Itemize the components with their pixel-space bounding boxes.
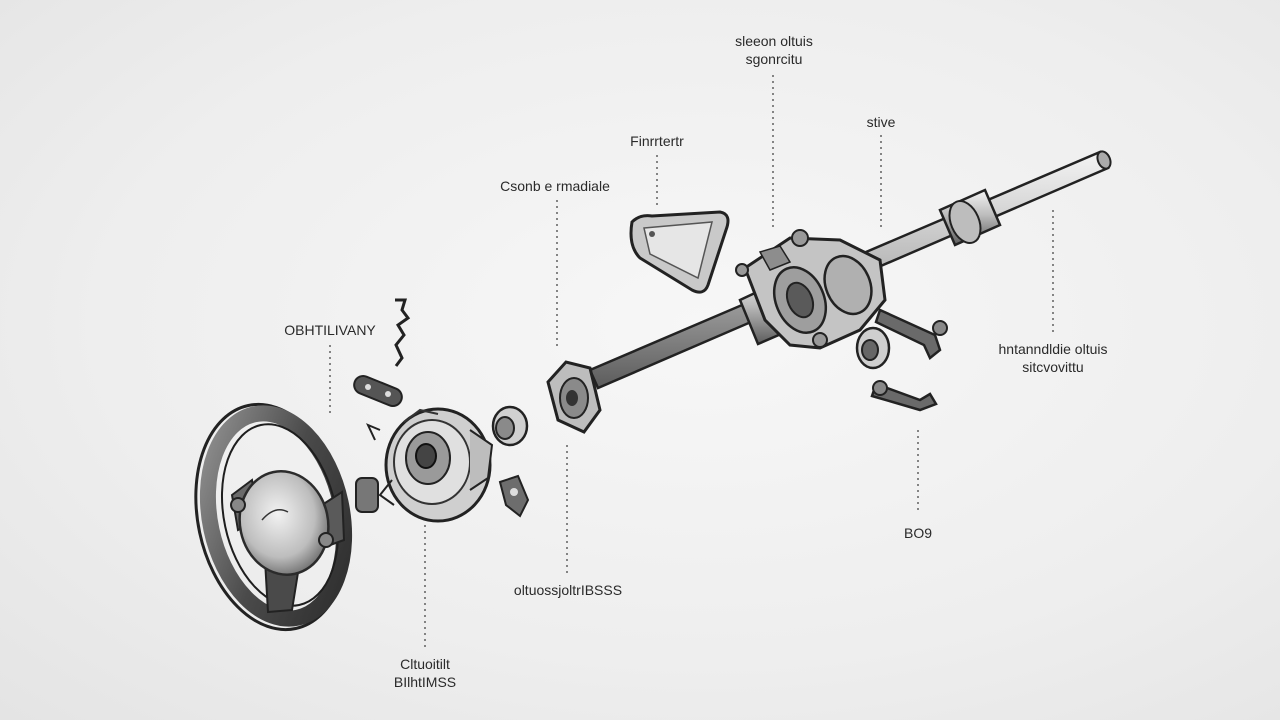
shaft-flange (546, 360, 602, 434)
label-bottom-left-line2: BIlhtIMSS (393, 674, 457, 690)
label-bottom-left: Cltuoitilt BIlhtIMSS (394, 655, 456, 691)
label-top-center-line1: sleeon oltuis (735, 33, 813, 49)
cover-plate (629, 210, 730, 294)
label-bottom-left-line1: Cltuoitilt (400, 656, 450, 672)
fastener-parts-left (353, 298, 411, 407)
leader-lines (329, 75, 1054, 650)
label-bottom-right: BO9 (903, 525, 933, 541)
clock-spring-assembly (366, 407, 494, 523)
label-stive: stive (866, 114, 896, 130)
steering-wheel (194, 402, 379, 632)
bearing-part (855, 326, 891, 370)
tie-rod-upper (874, 308, 948, 360)
label-right-mid-line2: sitcvovittu (1022, 359, 1084, 375)
label-top-center: sleeon oltuis sgonrcitu (735, 32, 813, 68)
label-right-mid: hntanndldie oltuis sitcvovittu (999, 340, 1108, 376)
label-mirror: Finrrtertr (630, 133, 684, 149)
small-clip (498, 474, 530, 518)
label-column-module: Csonb e rmadiale (500, 178, 610, 194)
label-bottom-center: oltuossjoltrIBSSS (513, 582, 623, 598)
label-top-center-line2: sgonrcitu (745, 51, 803, 67)
label-left-top: OBHTILIVANY (284, 322, 376, 338)
airbag-cover (238, 470, 330, 576)
universal-joint-housing (735, 229, 887, 350)
tie-rod-lower (870, 380, 938, 412)
label-right-mid-line1: hntanndldie oltuis (998, 341, 1108, 357)
bushing-ring (491, 405, 529, 447)
